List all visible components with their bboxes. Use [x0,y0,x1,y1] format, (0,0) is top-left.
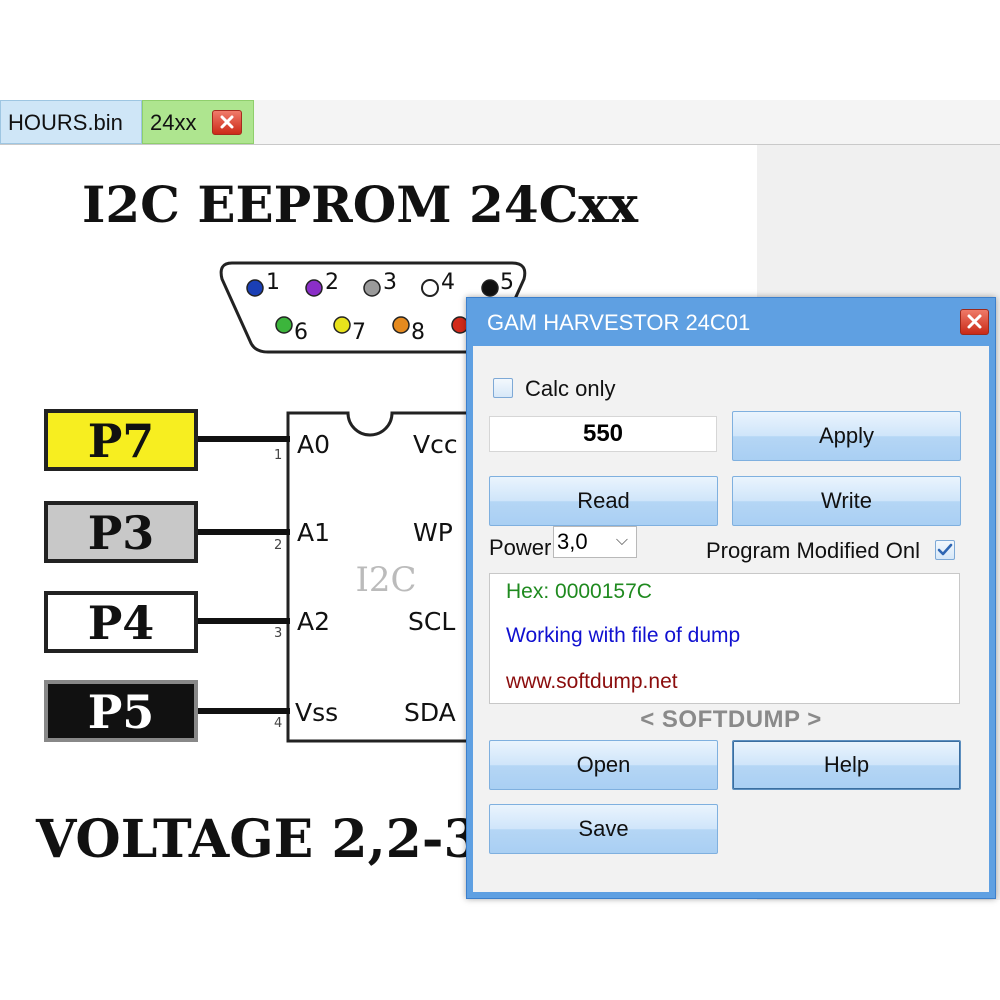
ic-pin-number: 3 [274,626,282,641]
probe-p5 [44,680,198,742]
probe-p4 [44,591,198,653]
connector-pin-4 [421,279,439,297]
info-panel: Hex: 0000157C Working with file of dump … [489,573,960,704]
tab-label: HOURS.bin [8,110,123,135]
value-input[interactable]: 550 [489,416,717,452]
ic-label: I2C [355,560,416,600]
program-modified-label: Program Modified Onl [706,538,920,563]
ic-pin-number: 4 [274,716,282,731]
pin-number: 8 [411,320,425,345]
ic-pin-number: 2 [274,538,282,553]
connector-pin-1 [246,279,264,297]
open-button[interactable]: Open [489,740,718,790]
power-select[interactable]: 3,0 ⌵ [553,526,637,558]
dialog-close-button[interactable] [960,309,989,335]
chevron-down-icon: ⌵ [615,532,628,549]
pin-number: 4 [441,270,455,295]
probe-label: P5 [88,685,155,739]
status-text: Working with file of dump [506,624,741,647]
pin-number: 6 [294,320,308,345]
dialog-title: GAM HARVESTOR 24C01 [487,310,751,335]
pin-number: 7 [352,320,366,345]
connector-pin-8 [392,316,410,334]
read-button[interactable]: Read [489,476,718,526]
pin-number: 5 [500,270,514,295]
dialog-body: Calc only 550 Apply Read Write Power 3,0… [473,346,989,892]
ic-body [286,411,472,743]
program-modified-checkbox[interactable] [935,540,955,560]
ic-pin-label: A2 [297,607,330,636]
pin-number: 3 [383,270,397,295]
hex-value: Hex: 0000157C [506,580,652,603]
ic-pin-number: 1 [274,448,282,463]
connector-pin-7 [333,316,351,334]
power-value: 3,0 [557,529,588,554]
apply-button[interactable]: Apply [732,411,961,461]
power-label: Power [489,535,552,560]
connector-pin-2 [305,279,323,297]
probe-p7 [44,409,198,471]
calc-only-label: Calc only [525,376,616,401]
ic-pin-label: Vcc [413,430,458,459]
ic-pin-label: A1 [297,518,330,547]
ic-pin-label: WP [413,518,453,547]
ic-pin-label: Vss [295,698,338,727]
pin-number: 2 [325,270,339,295]
ic-pin-label: SDA [404,698,456,727]
connector-pin-3 [363,279,381,297]
connector-pin-6 [275,316,293,334]
eeprom-diagram: I2C EEPROM 24Cxx 1 2 3 4 5 6 7 8 I2C A0 … [35,175,639,870]
tab-hours-bin[interactable]: HOURS.bin [0,100,142,144]
write-button[interactable]: Write [732,476,961,526]
help-button[interactable]: Help [732,740,961,790]
probe-label: P7 [88,414,155,468]
tab-close-button[interactable] [212,110,242,135]
harvestor-dialog: GAM HARVESTOR 24C01 Calc only 550 Apply … [466,297,996,899]
calc-only-checkbox[interactable] [493,378,513,398]
tab-label: 24xx [150,110,197,135]
close-icon [967,314,982,329]
connector-pin-5 [481,279,499,297]
checkmark-icon [937,543,953,556]
tab-strip: HOURS.bin 24xx [0,100,1000,145]
save-button[interactable]: Save [489,804,718,854]
softdump-brand: < SOFTDUMP > [640,706,822,733]
probe-label: P4 [88,596,155,650]
ic-pin-label: A0 [297,430,330,459]
website-link[interactable]: www.softdump.net [506,670,678,693]
probe-p3 [44,501,198,563]
close-icon [220,115,234,129]
pin-number: 1 [266,270,280,295]
ic-pin-label: SCL [408,607,455,636]
diagram-title: I2C EEPROM 24Cxx [82,175,639,234]
probe-label: P3 [88,506,155,560]
